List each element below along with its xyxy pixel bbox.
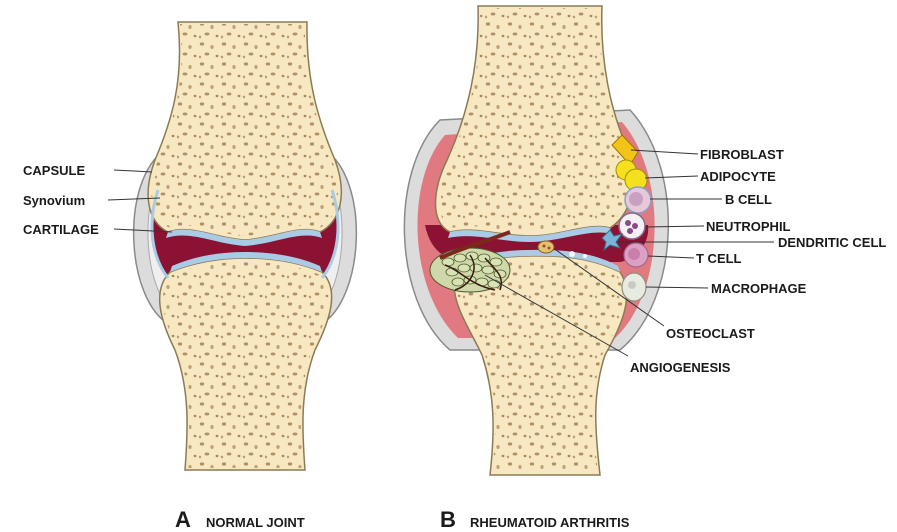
capsule-label: CAPSULE [23, 163, 85, 178]
macrophage-cell [622, 273, 646, 301]
normal-joint [134, 22, 357, 470]
dendritic-cell-label: DENDRITIC CELL [778, 235, 886, 250]
neutrophil-label: NEUTROPHIL [706, 219, 791, 234]
panel-a-letter: A [175, 507, 191, 532]
t-cell-label: T CELL [696, 251, 742, 266]
t-cell [624, 243, 648, 267]
panel-b-letter: B [440, 507, 456, 532]
panel-a-title: NORMAL JOINT [206, 515, 305, 530]
neutrophil-cell [619, 213, 645, 239]
angiogenesis-label: ANGIOGENESIS [630, 360, 731, 375]
ra-joint [404, 6, 668, 475]
cartilage-label: CARTILAGE [23, 222, 99, 237]
panel-b-title: RHEUMATOID ARTHRITIS [470, 515, 630, 530]
osteoclast-label: OSTEOCLAST [666, 326, 755, 341]
osteoclast-cell [538, 241, 554, 253]
adipocyte-label: ADIPOCYTE [700, 169, 776, 184]
macrophage-label: MACROPHAGE [711, 281, 807, 296]
b-cell-label: B CELL [725, 192, 772, 207]
synovium-label: Synovium [23, 193, 85, 208]
fibroblast-label: FIBROBLAST [700, 147, 784, 162]
b-cell [625, 187, 651, 213]
